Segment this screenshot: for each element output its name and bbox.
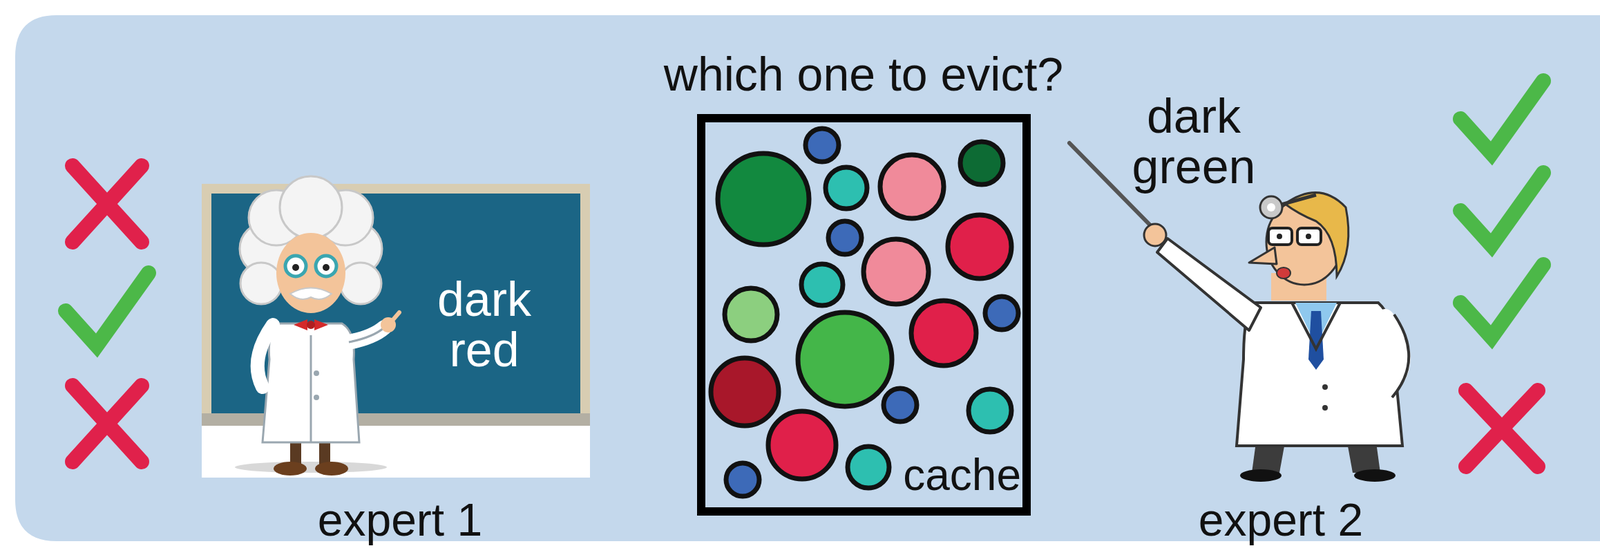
doctor-figure	[1069, 143, 1409, 482]
cache-question: which one to evict?	[601, 49, 1127, 99]
cache-items	[710, 128, 1019, 497]
expert1-marks	[65, 165, 149, 462]
expert-name: expert 2	[1142, 496, 1419, 544]
expert2-answer: dark green	[1103, 91, 1284, 193]
blackboard	[201, 183, 590, 478]
expert2-marks	[1460, 80, 1544, 467]
expert-name: expert 1	[261, 496, 539, 544]
professor-figure	[234, 176, 400, 476]
blackboard-node: dark red	[211, 193, 581, 414]
cache-label: cache	[902, 451, 1022, 499]
background-panel	[15, 15, 1600, 541]
board-text: dark red	[411, 274, 557, 376]
cache-box: which one to evict?cache	[697, 113, 1031, 516]
